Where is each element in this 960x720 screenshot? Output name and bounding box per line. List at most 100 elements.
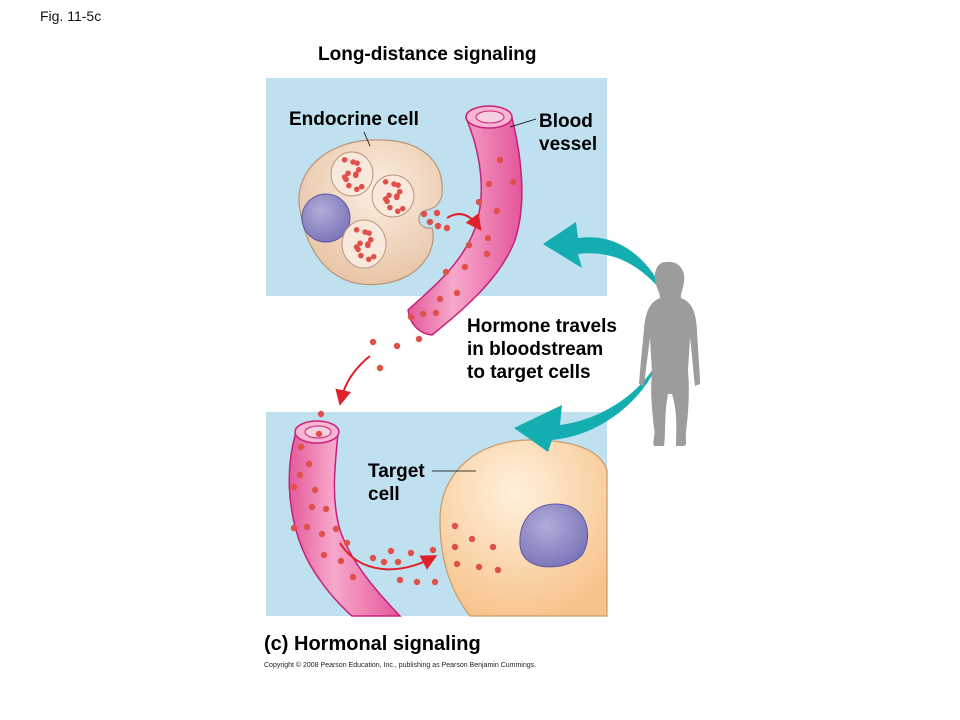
hormone-dot [358,252,364,259]
hormone-dot [461,263,469,271]
hormone-dot [443,224,451,232]
hormone-dot [484,234,492,242]
hormone-dot [315,430,323,438]
hormone-dot [354,160,360,166]
hormone-dot [387,547,395,555]
hormone-dot [303,523,311,531]
teal-arrow-bottom [514,358,660,452]
hormone-dot [353,226,360,233]
hormone-dot [311,486,319,494]
hormone-dot [451,543,459,551]
hormone-dot [317,410,325,418]
blood-vessel-leader-line [509,118,537,128]
hormone-dot [369,554,377,562]
hormone-label-line2: in bloodstream [467,339,604,360]
hormone-molecules [290,156,517,586]
hormone-dot [353,186,360,193]
hormone-dot [494,566,502,574]
target-label-line2: cell [368,484,400,505]
hormone-dot [357,240,363,247]
hormone-dot [432,309,440,317]
hormone-dot [407,313,415,321]
target-label-line1: Target [368,461,425,482]
hormone-dot [343,539,351,547]
hormone-dot [318,530,326,538]
figure-label: Fig. 11-5c [40,8,102,24]
hormone-dot [393,342,401,350]
hormone-dot [320,551,328,559]
hormone-dot [367,236,374,243]
hormone-dot [394,208,401,215]
human-silhouette-icon [639,261,700,446]
delivery-arrow [339,542,438,571]
teal-arrow-top [543,222,667,298]
hormone-dot [353,244,360,250]
travel-arrow [335,355,371,406]
hormone-dot [413,578,421,586]
hormone-dot [308,503,316,511]
hormone-dot [434,222,442,230]
hormone-dot [442,268,450,276]
hormone-dot [436,295,444,303]
hormone-dot [382,196,389,202]
hormone-dot [341,174,348,180]
hormone-dot [290,483,298,491]
hormone-dot [493,207,501,215]
secretory-vesicle [371,174,415,218]
blood-vessel-label: Blood vessel [539,110,597,156]
hormone-dot [380,558,388,566]
hormone-dot [345,170,351,177]
hormone-dot [396,576,404,584]
hormone-dot [431,578,439,586]
hormone-dot [364,242,371,249]
hormone-dot [355,166,362,173]
endocrine-cell-label: Endocrine cell [289,109,419,130]
hormone-dot [496,156,504,164]
hormone-dot [407,549,415,557]
endocrine-cell [298,139,443,286]
hormone-dot [370,253,377,260]
hormone-dot [475,563,483,571]
target-cell-label: Target cell [368,460,425,506]
hormone-dot [290,524,298,532]
secretory-vesicle [330,151,374,197]
hormone-dot [382,178,389,185]
hormone-dot [468,535,476,543]
hormone-dot [396,188,403,195]
hormone-dot [386,192,392,199]
hormone-travels-label: Hormone travels in bloodstream to target… [467,315,617,384]
hormone-dot [465,241,473,249]
hormone-dot [341,156,348,163]
hormone-dot [297,443,305,451]
hormone-dot [322,505,330,513]
hormone-dot [352,172,359,179]
copyright-notice: Copyright © 2008 Pearson Education, Inc.… [264,662,537,669]
hormone-dot [453,560,461,568]
hormone-dot [420,210,428,218]
figure-caption: (c) Hormonal signaling [264,633,481,655]
hormone-dot [399,205,406,212]
hormone-dot [485,180,493,188]
hormone-dot [489,543,497,551]
hormone-dot [376,364,384,372]
hormone-label-line1: Hormone travels [467,316,617,337]
hormone-dot [429,546,437,554]
hormone-dot [509,178,517,186]
hormone-dot [358,183,365,190]
hormone-dot [394,558,402,566]
hormone-dot [387,204,393,211]
hormone-dot [296,471,304,479]
hormone-dot [365,256,372,263]
hormone-dot [395,182,401,188]
secretion-arrow [446,213,482,231]
hormone-label-line3: to target cells [467,362,591,383]
secretory-vesicle [341,219,387,269]
diagram-title: Long-distance signaling [318,44,537,65]
hormone-dot [337,557,345,565]
hormone-dot [451,522,459,530]
hormone-dot [483,250,491,258]
hormone-dot [369,338,377,346]
hormone-dot [393,194,400,201]
blood-vessel-label-line1: Blood [539,111,593,132]
